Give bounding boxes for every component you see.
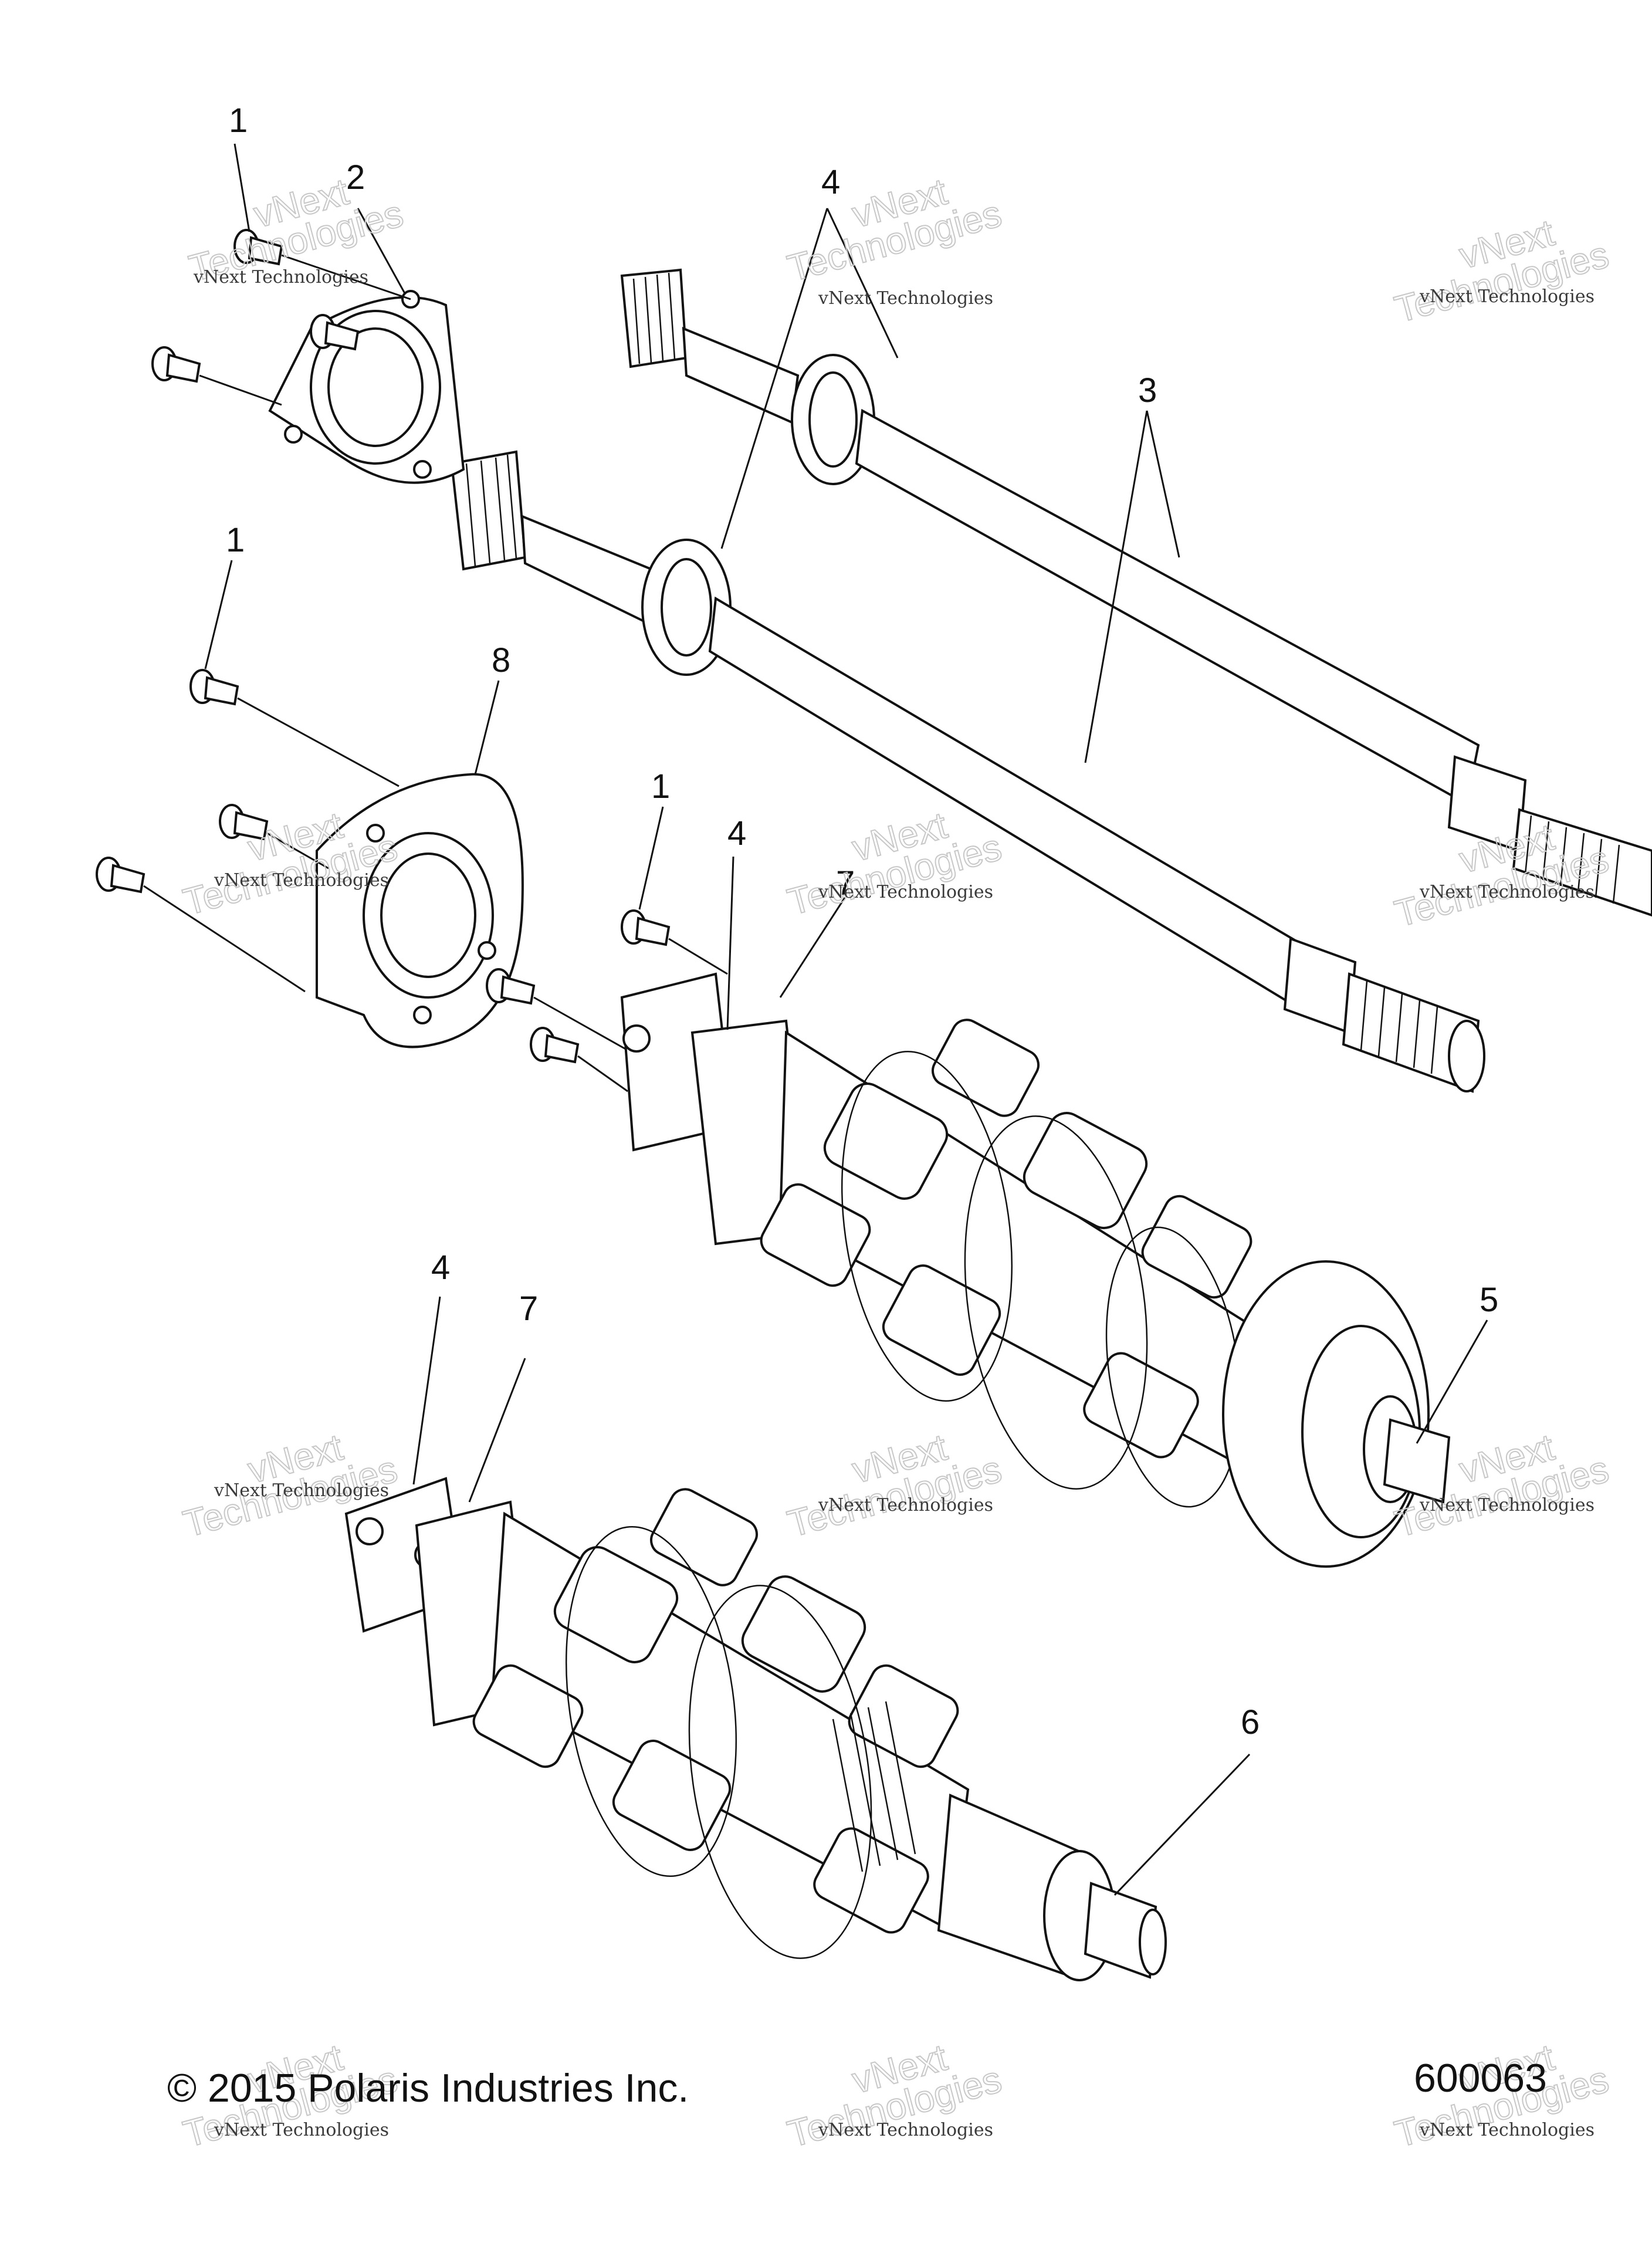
watermark-text: vNext Technologies xyxy=(818,882,993,902)
watermark-text: vNext Technologies xyxy=(1419,882,1595,902)
callout-label: 7 xyxy=(836,864,855,902)
callout-label: 4 xyxy=(431,1249,450,1287)
large-bearing-flange xyxy=(316,773,524,1048)
upper-differential-assembly xyxy=(620,972,1451,1568)
copyright-notice: © 2015 Polaris Industries Inc. xyxy=(167,2066,689,2110)
callout-label: 7 xyxy=(519,1290,538,1328)
callout-label: 5 xyxy=(1480,1281,1498,1319)
flange-rivets-middle xyxy=(96,669,728,1092)
callout-label: 3 xyxy=(1138,371,1157,410)
callout-label: 4 xyxy=(727,814,746,853)
callout-label: 2 xyxy=(346,158,365,197)
watermark-text: vNext Technologies xyxy=(1419,2120,1595,2140)
flange-rivets-top xyxy=(151,229,411,406)
leader-lines xyxy=(204,143,1488,1896)
callout-label: 4 xyxy=(821,163,840,201)
watermark-text: vNext Technologies xyxy=(214,870,389,891)
callout-label: 1 xyxy=(651,767,670,806)
watermark-text: vNext Technologies xyxy=(818,1495,993,1515)
callout-label: 1 xyxy=(229,102,248,140)
callout-labels: 1 2 4 3 1 8 1 4 7 5 4 7 6 xyxy=(226,102,1498,1741)
lower-axle-shaft xyxy=(450,450,1485,1093)
watermark-text: vNext Technologies xyxy=(1419,286,1595,307)
figure-number: 600063 xyxy=(1414,2056,1547,2100)
watermark-text: vNext Technologies xyxy=(1419,1495,1595,1515)
watermark-text: vNext Technologies xyxy=(818,288,993,309)
small-bearing-flange xyxy=(268,290,465,484)
watermark-text: vNext Technologies xyxy=(214,1480,389,1501)
watermark-text: vNext Technologies xyxy=(214,2120,389,2140)
callout-label: 8 xyxy=(492,641,510,679)
watermark-text: vNext Technologies xyxy=(193,267,368,287)
lower-differential-assembly xyxy=(344,1477,1167,1981)
callout-label: 6 xyxy=(1241,1703,1260,1741)
upper-axle-shaft xyxy=(620,268,1652,917)
watermark-text: vNext Technologies xyxy=(818,2120,993,2140)
callout-label: 1 xyxy=(226,521,245,559)
